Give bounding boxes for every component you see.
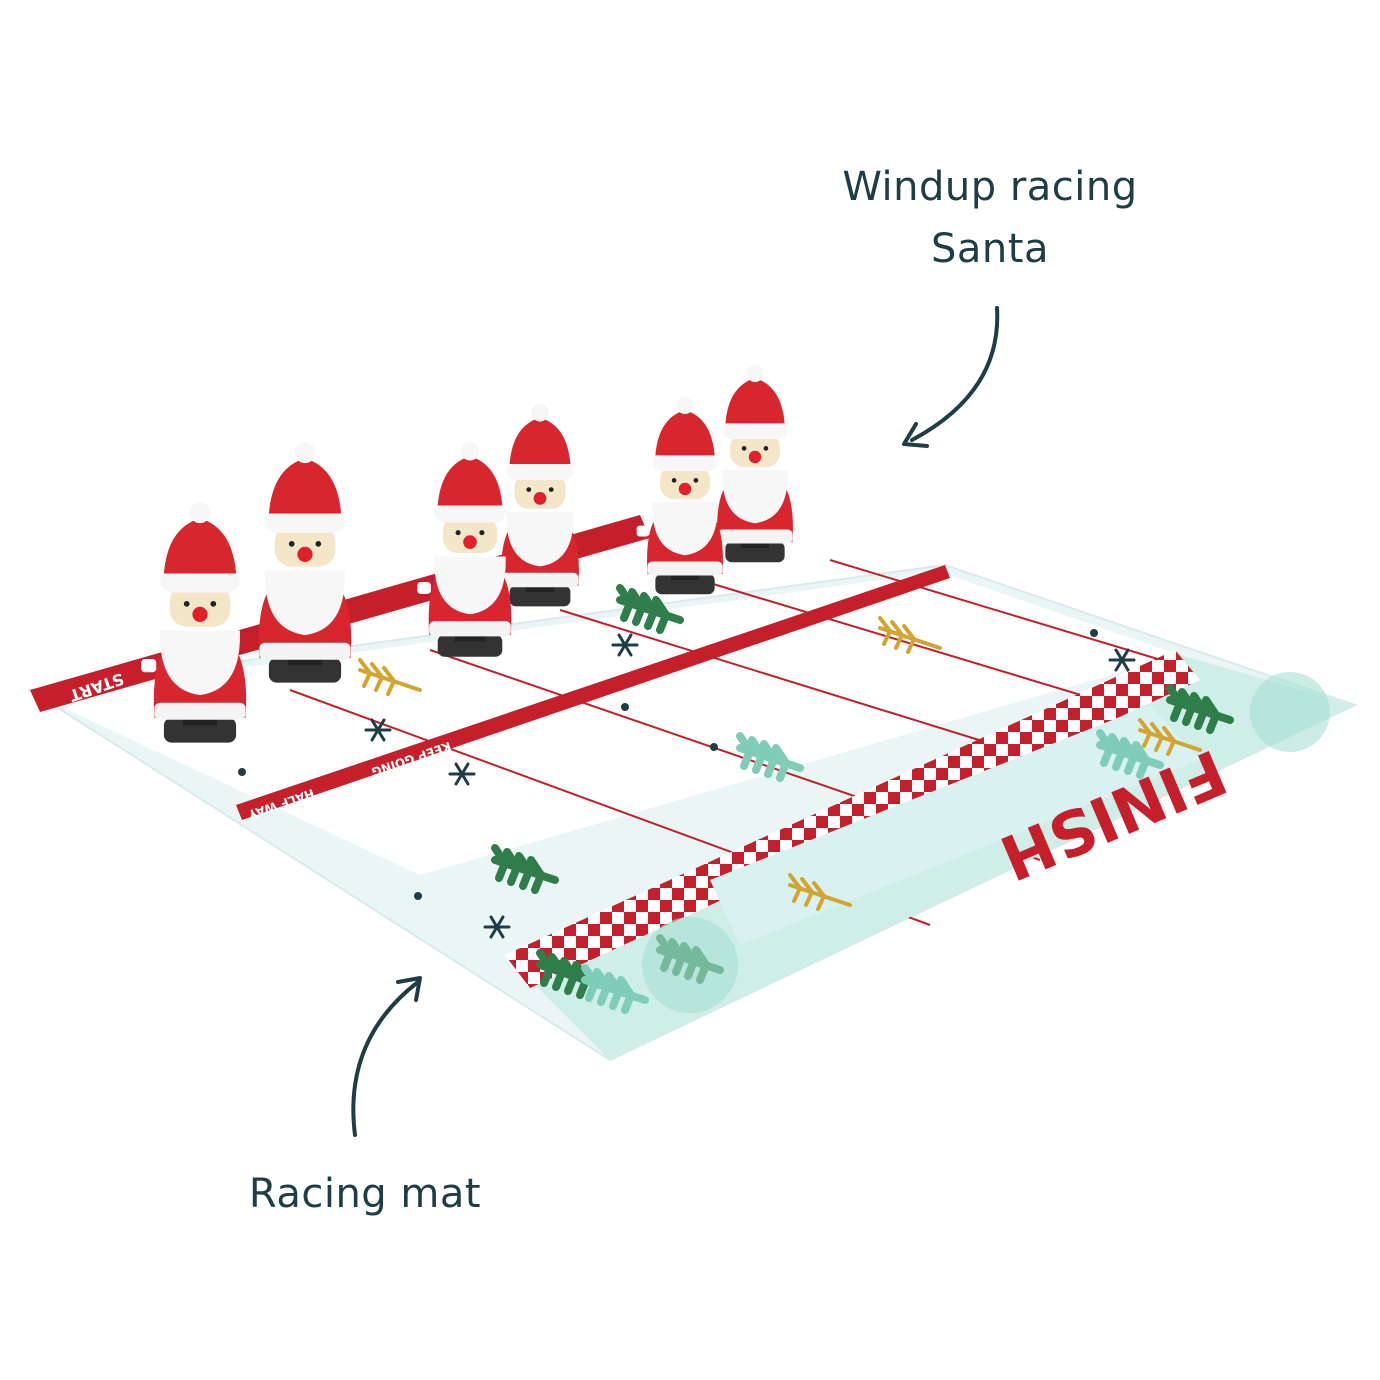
arrow-to-santa-head xyxy=(902,422,929,448)
racing-mat: FINISH HALF WAY KEEP GOING START xyxy=(27,515,1358,1062)
arrow-to-mat-head xyxy=(396,976,422,1002)
santa-toy xyxy=(417,441,512,657)
arrow-to-santa xyxy=(910,306,1000,442)
windup-santa-label-line2: Santa xyxy=(931,226,1049,272)
santa-toy xyxy=(141,502,247,743)
santa-toy xyxy=(246,442,352,683)
half-way-band xyxy=(236,565,950,820)
arrow-to-mat xyxy=(351,980,420,1137)
racing-mat-label: Racing mat xyxy=(248,1171,482,1217)
windup-santa-label-line1: Windup racing xyxy=(842,164,1138,210)
finish-checker xyxy=(505,650,1200,988)
windup-santa-label: Windup racing Santa xyxy=(790,156,1190,280)
